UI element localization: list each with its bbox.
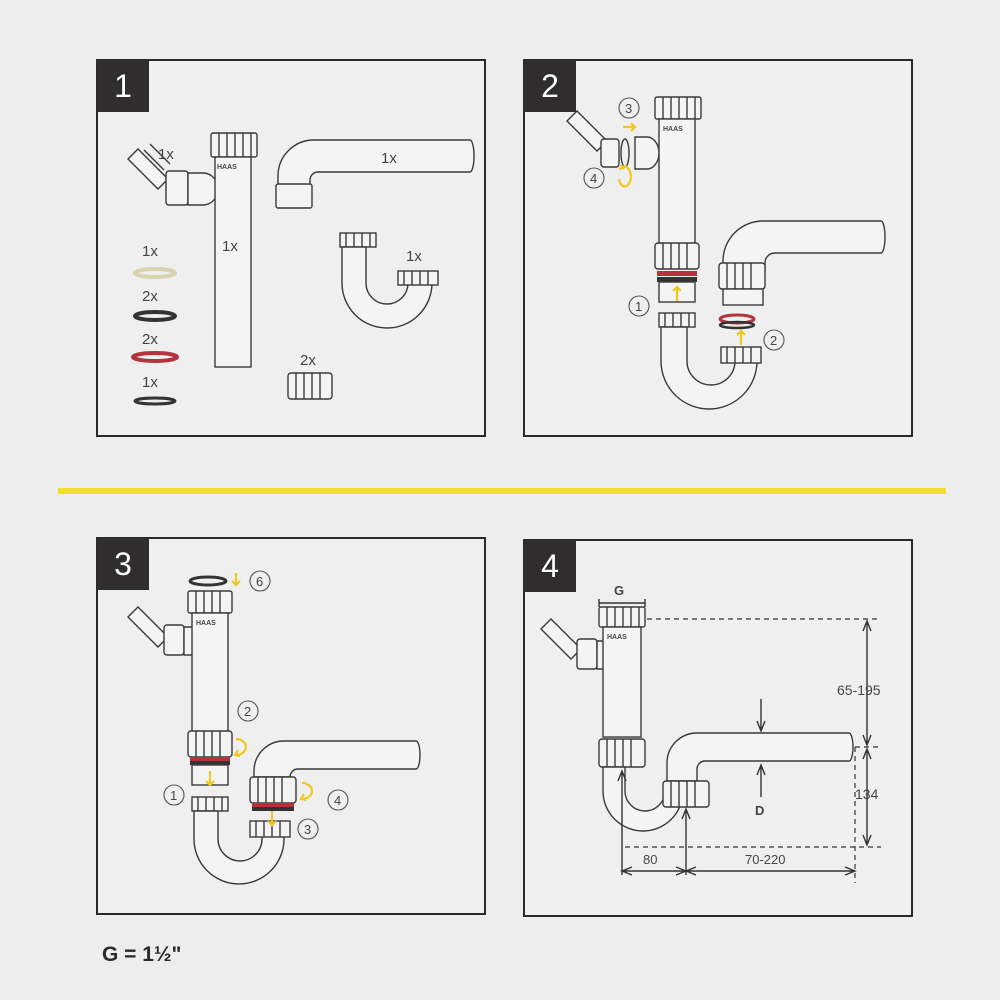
straight-pipe: HAAS — [187, 590, 233, 786]
u-trap-qty: 1x — [406, 248, 422, 265]
red-gasket — [131, 351, 179, 363]
u-trap — [658, 312, 762, 410]
beige-gasket — [133, 267, 177, 279]
pipe-axis-arrow — [617, 769, 627, 875]
thin-black-gasket — [133, 396, 177, 406]
diameter-arrow-bottom — [756, 763, 766, 797]
u-trap — [191, 796, 291, 885]
callout-4: 4 — [590, 171, 597, 186]
black-gasket — [718, 320, 756, 330]
brand-label: HAAS — [607, 634, 627, 641]
nut-qty: 2x — [300, 352, 316, 369]
outlet-height-label: 134 — [855, 786, 879, 802]
length-range-label: 70-220 — [745, 852, 785, 867]
elbow-pipe-qty: 1x — [381, 150, 397, 167]
rotate-arrow-icon — [617, 164, 632, 188]
beige-gasket-qty: 1x — [142, 243, 158, 260]
section-divider — [58, 488, 946, 494]
callout-3: 3 — [625, 101, 632, 116]
assembly-step-2-diagram: 3 4 HAAS — [566, 96, 886, 410]
rotate-arrow-icon — [233, 737, 248, 758]
side-inlet — [566, 110, 660, 170]
nut — [287, 372, 333, 400]
callout-1: 1 — [635, 299, 642, 314]
brand-label: HAAS — [217, 164, 237, 171]
length-dimension-line — [684, 866, 857, 876]
elbow-pipe — [718, 220, 886, 306]
parts-overview-diagram: 1x HAAS 1x 1x 1x 1x 2x 2x — [127, 132, 475, 406]
arrow-icon — [672, 285, 682, 301]
pipe-axis-arrow — [681, 807, 691, 875]
thread-size-note: G = 1½" — [102, 943, 182, 966]
step-1-panel: 1 1x HAAS 1x 1x — [96, 59, 486, 437]
height-range-label: 65-195 — [837, 682, 881, 698]
rotate-arrow-icon — [299, 781, 314, 802]
callout-6: 6 — [256, 574, 263, 589]
straight-pipe: HAAS — [598, 606, 684, 832]
brand-label: HAAS — [663, 126, 683, 133]
offset-dimension-line — [620, 866, 688, 876]
diameter-label: D — [755, 803, 764, 818]
u-trap — [339, 232, 439, 329]
callout-1: 1 — [170, 788, 177, 803]
side-inlet-qty: 1x — [158, 146, 174, 163]
diameter-arrow-top — [756, 699, 766, 733]
elbow-pipe — [249, 740, 421, 811]
assembly-step-3-diagram: 6 HAAS 2 — [127, 570, 421, 885]
step-3-panel: 3 6 HAAS — [96, 537, 486, 915]
straight-pipe: HAAS — [654, 96, 702, 303]
arrow-icon — [623, 122, 637, 132]
arrow-icon — [205, 771, 215, 787]
step-3-badge: 3 — [97, 538, 149, 590]
brand-label: HAAS — [196, 620, 216, 627]
step-4-panel: 4 G HAAS — [523, 539, 913, 917]
dimensions-diagram: G HAAS 65-195 — [540, 583, 881, 883]
g-dimension-label: G — [614, 583, 624, 598]
arrow-icon — [736, 329, 746, 345]
thin-black-gasket-qty: 1x — [142, 374, 158, 391]
g-dimension-line — [598, 599, 646, 607]
side-inlet — [127, 143, 219, 206]
callout-2: 2 — [770, 333, 777, 348]
step-1-badge: 1 — [97, 60, 149, 112]
arrow-icon — [231, 573, 241, 587]
callout-3: 3 — [304, 822, 311, 837]
straight-pipe: HAAS — [210, 132, 258, 368]
thin-black-gasket — [188, 575, 228, 587]
step-2-badge: 2 — [524, 60, 576, 112]
red-gasket-qty: 2x — [142, 331, 158, 348]
outlet-height-dimension-line — [862, 747, 872, 847]
elbow-pipe — [662, 732, 854, 808]
arrow-icon — [267, 811, 277, 827]
height-dimension-line — [862, 619, 872, 747]
step-4-badge: 4 — [524, 540, 576, 592]
step-2-panel: 2 3 4 HAAS — [523, 59, 913, 437]
offset-label: 80 — [643, 852, 657, 867]
straight-pipe-qty: 1x — [222, 238, 238, 255]
callout-2: 2 — [244, 704, 251, 719]
callout-4: 4 — [334, 793, 341, 808]
black-gasket-qty: 2x — [142, 288, 158, 305]
elbow-pipe — [275, 139, 475, 209]
black-gasket — [133, 310, 177, 322]
